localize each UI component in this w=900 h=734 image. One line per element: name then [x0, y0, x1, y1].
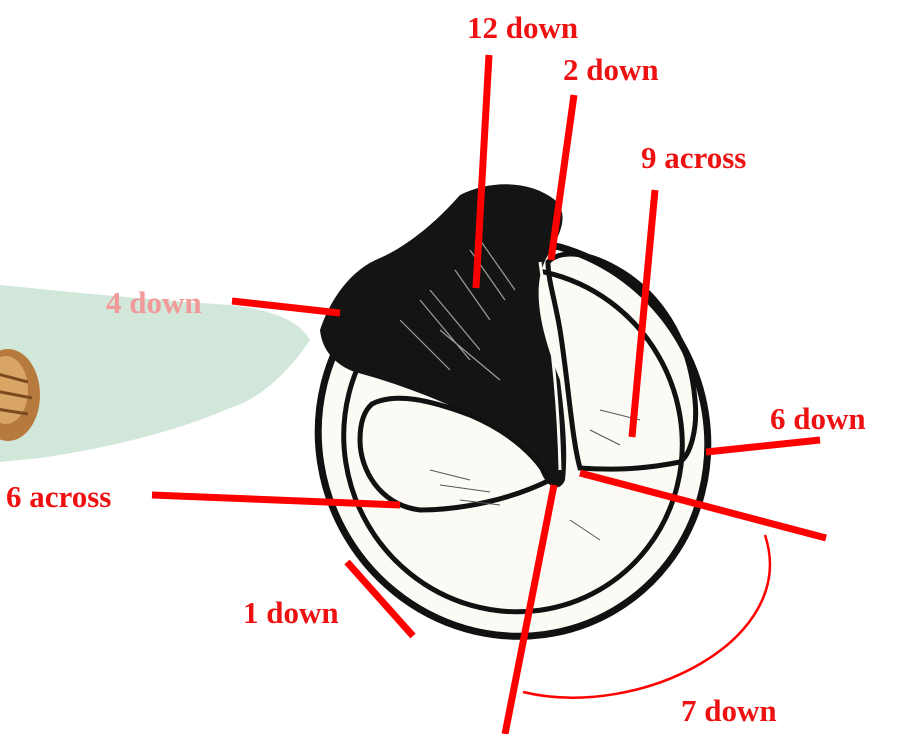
pointer-2-down	[551, 95, 574, 260]
label-7-down: 7 down	[681, 695, 777, 726]
label-6-down: 6 down	[770, 403, 866, 434]
pointer-6-down	[706, 440, 820, 452]
label-12-down: 12 down	[467, 12, 578, 43]
label-9-across: 9 across	[641, 142, 746, 173]
label-4-down: 4 down	[106, 287, 202, 318]
label-6-across: 6 across	[6, 481, 111, 512]
label-1-down: 1 down	[243, 597, 339, 628]
label-2-down: 2 down	[563, 54, 659, 85]
